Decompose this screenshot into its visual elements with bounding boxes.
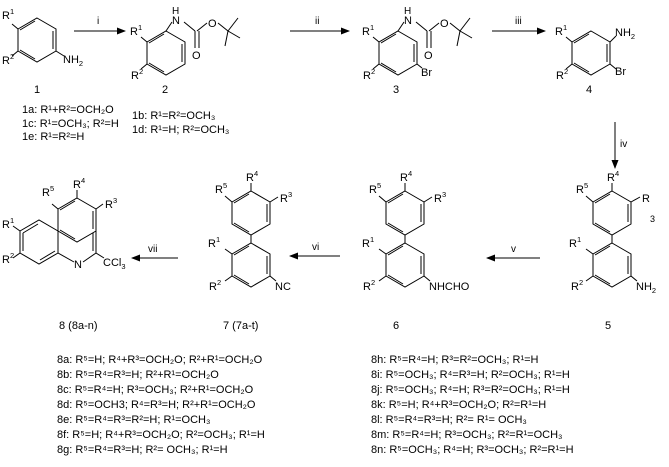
svg-text:O: O — [440, 18, 449, 30]
product-8j: 8j: R⁵=OCH₃; R⁴=H; R³=R²=OCH₃; R¹=H — [371, 384, 570, 396]
compound-2-label: 2 — [162, 84, 168, 96]
svg-text:NH2: NH2 — [63, 54, 83, 68]
svg-text:CCl3: CCl3 — [103, 257, 126, 271]
compound-8-structure: R5 R4 R3 R1 R2 N CCl3 — [2, 176, 126, 271]
compound-8-label: 8 (8a-n) — [59, 320, 98, 332]
svg-text:R2: R2 — [571, 278, 583, 293]
compound-5-label: 5 — [605, 320, 611, 332]
substituent-1d: 1d: R¹=H; R²=OCH₃ — [132, 123, 230, 136]
compound-6-structure: R5 R4 R3 R1 R2 NHCHO — [362, 169, 470, 293]
svg-text:R4: R4 — [400, 169, 412, 184]
r2-label: R — [2, 55, 10, 67]
compound-6-label: 6 — [393, 320, 399, 332]
svg-text:R1: R1 — [2, 7, 14, 22]
svg-text:3: 3 — [650, 214, 655, 224]
svg-text:NH2: NH2 — [615, 27, 635, 41]
product-8b: 8b: R⁵=R⁴=R³=H; R²+R¹=OCH₂O — [57, 369, 219, 381]
product-8f: 8f: R⁵=H; R⁴+R³=OCH₂O; R²=OCH₃; R¹=H — [57, 429, 265, 441]
substituents-1-left: 1a: R¹+R²=OCH₂O 1c: R¹=OCH₃; R²=H 1e: R¹… — [22, 104, 119, 145]
svg-text:R2: R2 — [363, 67, 375, 82]
substituent-1c: 1c: R¹=OCH₃; R²=H — [22, 117, 119, 130]
svg-text:R2: R2 — [2, 52, 14, 67]
product-8a: 8a: R⁵=H; R⁴+R³=OCH₂O; R²+R¹=OCH₂O — [57, 354, 263, 366]
step-iii-label: iii — [515, 16, 522, 27]
svg-text:R2: R2 — [556, 67, 568, 82]
svg-text:R5: R5 — [576, 181, 588, 196]
svg-text:Br: Br — [615, 66, 626, 78]
svg-text:H: H — [404, 6, 411, 17]
compound-2-structure: R1 R2 H N O O — [130, 6, 241, 82]
ccl3-label: CCl — [103, 257, 121, 269]
svg-text:R2: R2 — [363, 278, 375, 293]
compound-7-structure: R5 R4 R3 R1 R2 NC — [208, 169, 292, 293]
svg-text:R1: R1 — [569, 235, 581, 250]
svg-text:R1: R1 — [2, 216, 14, 231]
product-8l: 8l: R⁵=R⁴=R³=H; R²= R¹= OCH₃ — [371, 414, 527, 426]
step-iv-label: iv — [620, 139, 627, 150]
svg-text:R1: R1 — [130, 23, 142, 38]
h-label: H — [172, 6, 179, 17]
nc-label: NC — [275, 281, 291, 293]
step-vi-label: vi — [312, 242, 319, 253]
svg-text:R1: R1 — [555, 23, 567, 38]
nhcho-label: NHCHO — [429, 281, 470, 293]
compound-7-label: 7 (7a-t) — [223, 320, 258, 332]
br-label: Br — [421, 67, 432, 79]
svg-text:R3: R3 — [105, 196, 117, 211]
svg-text:O: O — [424, 50, 433, 62]
svg-text:NH2: NH2 — [636, 281, 656, 295]
svg-text:N: N — [404, 15, 412, 27]
substituents-1-right: 1b: R¹=R²=OCH₃ 1d: R¹=H; R²=OCH₃ — [132, 110, 229, 137]
svg-text:R2: R2 — [131, 67, 143, 82]
svg-text:R1: R1 — [362, 23, 374, 38]
substituent-1e: 1e: R¹=R²=H — [22, 131, 85, 143]
compound-1-structure: R1 R2 NH2 — [2, 7, 83, 68]
svg-text:R3: R3 — [434, 190, 446, 205]
n-label: N — [172, 15, 180, 27]
product-8d: 8d: R⁵=OCH3; R⁴=R³=H; R²+R¹=OCH₂O — [57, 399, 256, 411]
compound-3-structure: R1 R2 H N O O Br — [362, 6, 473, 82]
svg-text:R1: R1 — [362, 235, 374, 250]
o-carbonyl-label: O — [192, 50, 201, 62]
product-8e: 8e: R⁵=R⁴=R³=R²=H; R¹=OCH₃ — [57, 414, 211, 426]
substituent-1b: 1b: R¹=R²=OCH₃ — [132, 110, 216, 122]
o-ester-label: O — [208, 18, 217, 30]
svg-text:R2: R2 — [209, 278, 221, 293]
compound-4-label: 4 — [586, 84, 592, 96]
r1-label: R — [2, 10, 10, 22]
svg-text:R5: R5 — [369, 181, 381, 196]
svg-text:R3: R3 — [280, 190, 292, 205]
step-vii-label: vii — [148, 244, 157, 255]
svg-text:R5: R5 — [215, 181, 227, 196]
svg-text:R5: R5 — [42, 184, 54, 199]
svg-text:R4: R4 — [73, 176, 85, 191]
products-list-left: 8a: R⁵=H; R⁴+R³=OCH₂O; R²+R¹=OCH₂O 8b: R… — [57, 353, 265, 458]
svg-text:R2: R2 — [2, 251, 14, 266]
svg-text:R: R — [642, 193, 650, 205]
step-ii-label: ii — [315, 16, 319, 27]
nh2-label: NH — [63, 54, 79, 66]
substituent-1a: 1a: R¹+R²=OCH₂O — [22, 104, 114, 116]
svg-text:R1: R1 — [208, 235, 220, 250]
product-8i: 8i: R⁵=OCH₃; R⁴=R³=H; R²=OCH₃; R¹=H — [371, 369, 570, 381]
compound-5-structure: R5 R4 R 3 R1 R2 NH2 — [569, 169, 656, 295]
svg-text:R4: R4 — [607, 169, 619, 184]
step-i-label: i — [97, 16, 99, 27]
products-list-right: 8h: R⁵=R⁴=H; R³=R²=OCH₃; R¹=H 8i: R⁵=OCH… — [371, 353, 574, 458]
compound-3-label: 3 — [393, 84, 399, 96]
svg-text:R4: R4 — [246, 169, 258, 184]
product-8m: 8m: R⁵=R⁴=H; R³=OCH₃; R²=R¹=OCH₃ — [371, 429, 563, 441]
product-8h: 8h: R⁵=R⁴=H; R³=R²=OCH₃; R¹=H — [371, 354, 539, 366]
ring-n-label: N — [74, 259, 82, 271]
compound-1-label: 1 — [34, 84, 40, 96]
product-8n: 8n: R⁵=OCH₃; R⁴=H; R³=OCH₃; R²=R¹=H — [371, 444, 574, 456]
product-8g: 8g: R⁵=R⁴=R³=H; R²= OCH₃; R¹=H — [57, 444, 228, 456]
step-v-label: v — [511, 244, 516, 255]
compound-4-structure: R1 R2 NH2 Br — [555, 23, 635, 82]
product-8c: 8c: R⁵=R⁴=H; R³=OCH₃; R²+R¹=OCH₂O — [57, 384, 254, 396]
product-8k: 8k: R⁵=H; R⁴+R³=OCH₂O; R²=R¹=H — [371, 399, 547, 411]
